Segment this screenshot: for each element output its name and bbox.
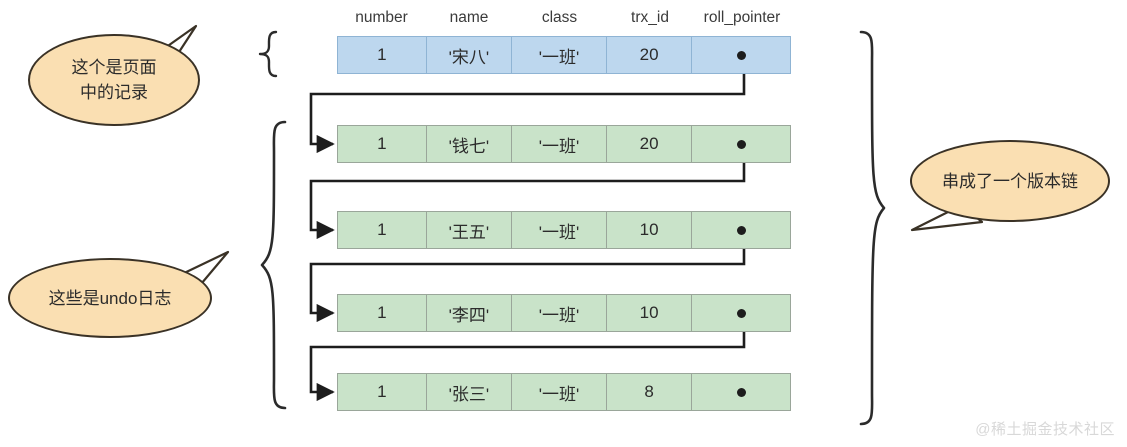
roll-pointer-dot <box>736 139 746 149</box>
roll-pointer-dot <box>736 308 746 318</box>
cell-name: '钱七' <box>427 126 513 162</box>
cell-name: '王五' <box>427 212 513 248</box>
cell-class: '一班' <box>512 212 607 248</box>
cell-number: 1 <box>338 126 427 162</box>
cell-roll-pointer <box>692 212 790 248</box>
cell-class: '一班' <box>512 374 607 410</box>
cell-number: 1 <box>338 37 427 73</box>
callout-undo-logs: 这些是undo日志 <box>8 258 212 338</box>
cell-name: '李四' <box>427 295 513 331</box>
brace-current-record <box>258 30 278 78</box>
roll-pointer-dot <box>736 387 746 397</box>
table-row-undo-log-3[interactable]: 1 '李四' '一班' 10 <box>337 294 791 332</box>
cell-trx-id: 10 <box>607 295 693 331</box>
cell-trx-id: 10 <box>607 212 693 248</box>
cell-number: 1 <box>338 374 427 410</box>
roll-pointer-dot <box>736 225 746 235</box>
cell-name: '宋八' <box>427 37 513 73</box>
pointer-link-2 <box>309 146 746 240</box>
table-row-undo-log-4[interactable]: 1 '张三' '一班' 8 <box>337 373 791 411</box>
column-header-roll-pointer: roll_pointer <box>703 9 781 26</box>
pointer-link-3 <box>309 232 746 323</box>
cell-class: '一班' <box>512 126 607 162</box>
cell-trx-id: 20 <box>607 126 693 162</box>
cell-roll-pointer <box>692 126 790 162</box>
callout-undo-logs-line1: 这些是undo日志 <box>48 288 172 308</box>
column-header-class: class <box>541 9 578 26</box>
pointer-link-1 <box>309 57 746 154</box>
cell-trx-id: 20 <box>607 37 693 73</box>
cell-number: 1 <box>338 295 427 331</box>
cell-name: '张三' <box>427 374 513 410</box>
column-header-name: name <box>449 9 489 26</box>
cell-trx-id: 8 <box>607 374 693 410</box>
watermark: @稀土掘金技术社区 <box>975 421 1115 438</box>
cell-class: '一班' <box>512 295 607 331</box>
callout-version-chain-line1: 串成了一个版本链 <box>942 171 1078 191</box>
callout-page-record-line1: 这个是页面 <box>71 58 157 77</box>
brace-version-chain <box>859 30 886 426</box>
cell-class: '一班' <box>512 37 607 73</box>
pointer-link-4 <box>309 315 746 402</box>
table-row-current-record[interactable]: 1 '宋八' '一班' 20 <box>337 36 791 74</box>
column-header-trx-id: trx_id <box>631 9 669 26</box>
cell-number: 1 <box>338 212 427 248</box>
cell-roll-pointer <box>692 374 790 410</box>
brace-undo-logs <box>260 120 287 410</box>
cell-roll-pointer <box>692 295 790 331</box>
callout-version-chain: 串成了一个版本链 <box>910 140 1110 222</box>
callout-page-record-line2: 中的记录 <box>80 83 148 102</box>
callout-page-record: 这个是页面 中的记录 <box>28 34 200 126</box>
column-header-number: number <box>355 9 408 26</box>
cell-roll-pointer <box>692 37 790 73</box>
table-row-undo-log-2[interactable]: 1 '王五' '一班' 10 <box>337 211 791 249</box>
table-row-undo-log-1[interactable]: 1 '钱七' '一班' 20 <box>337 125 791 163</box>
roll-pointer-dot <box>736 50 746 60</box>
